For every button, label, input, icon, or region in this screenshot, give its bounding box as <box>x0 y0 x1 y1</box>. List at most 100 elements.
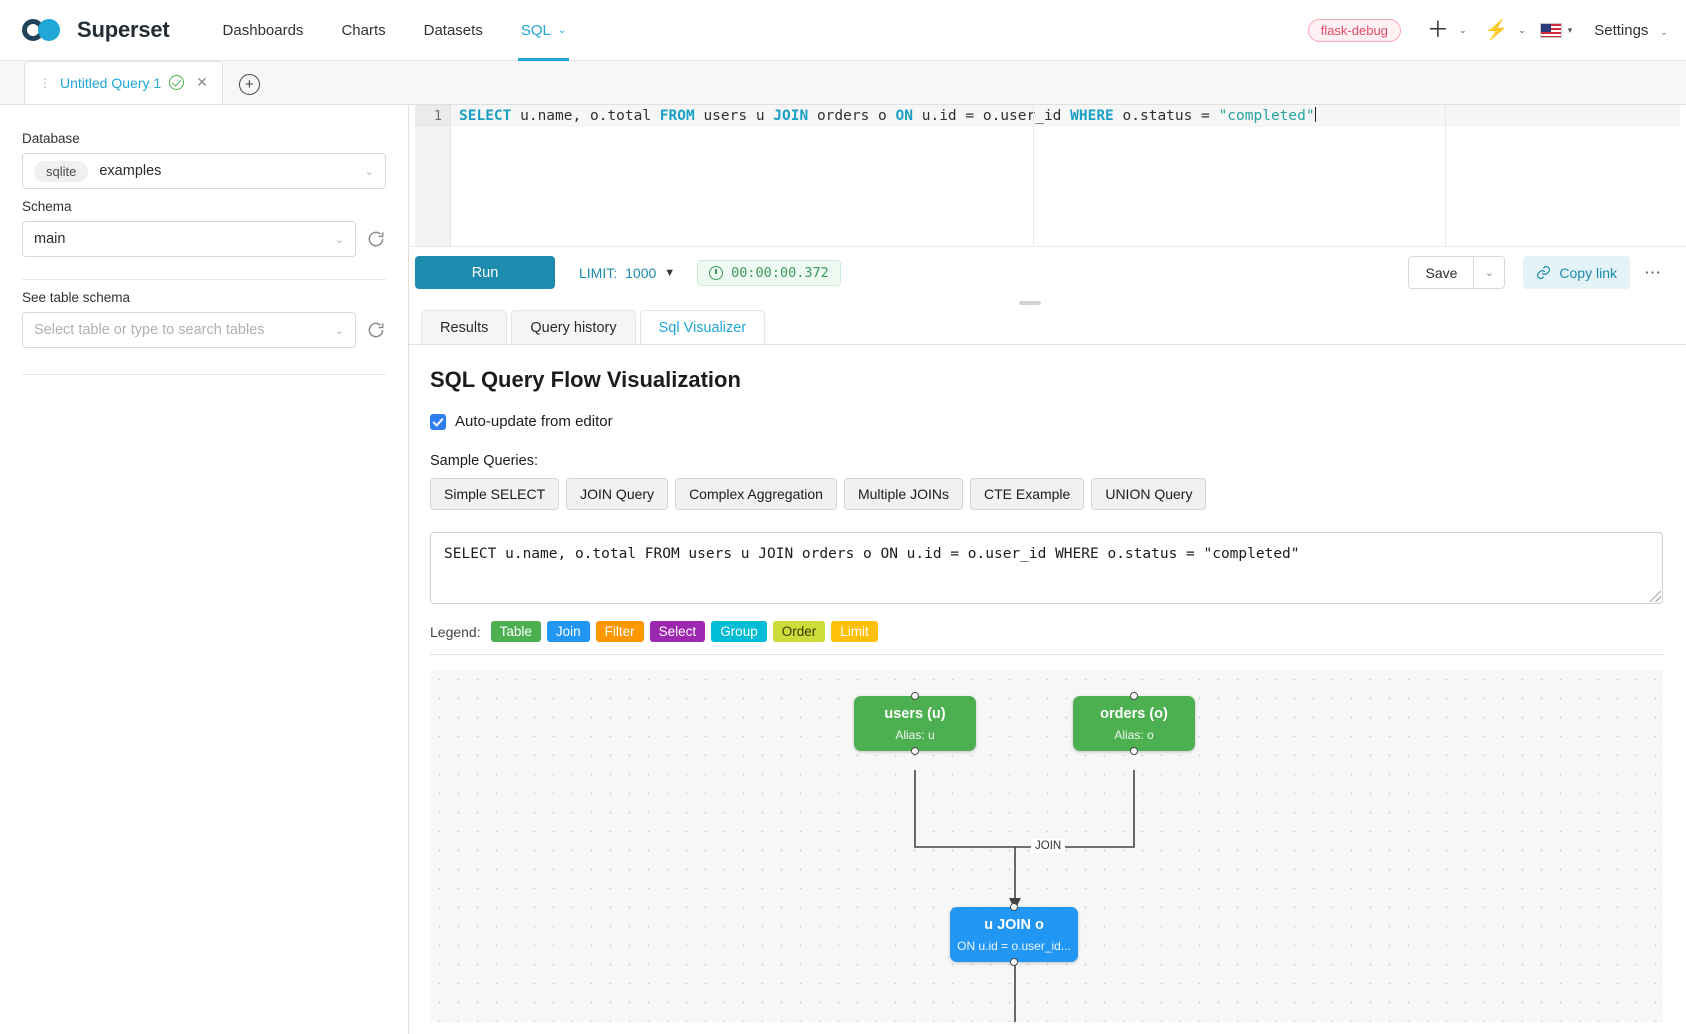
panel-resize-handle[interactable] <box>1019 301 1041 305</box>
chevron-down-icon: ⌄ <box>364 165 374 178</box>
sample-query-button[interactable]: JOIN Query <box>566 478 669 510</box>
result-tabs-underline <box>409 344 1686 345</box>
legend-chip-select: Select <box>649 621 706 642</box>
left-sidebar: Database sqlite examples ⌄ Schema main ⌄… <box>0 105 409 1034</box>
chevron-down-icon[interactable]: ⌄ <box>1458 24 1467 35</box>
lightning-icon[interactable]: ⚡ <box>1484 19 1509 41</box>
limit-label: LIMIT: <box>579 264 618 281</box>
query-tab-untitled-query-1[interactable]: ⋮ Untitled Query 1 ✕ <box>24 61 223 104</box>
editor-toolbar: Run LIMIT: 1000 ▼ 00:00:00.372 Save ⌄ Co… <box>409 246 1686 298</box>
code-token: "completed" <box>1218 108 1315 124</box>
nav-item-sql[interactable]: SQL ⌄ <box>502 0 585 61</box>
table-schema-label: See table schema <box>22 290 131 305</box>
legend-chip-limit: Limit <box>831 621 878 642</box>
code-token: orders o <box>808 108 896 124</box>
schema-label: Schema <box>22 199 72 214</box>
tab-sql-visualizer[interactable]: Sql Visualizer <box>639 310 766 344</box>
save-dropdown-chevron-icon[interactable]: ⌄ <box>1473 256 1506 289</box>
run-button[interactable]: Run <box>415 256 555 289</box>
sql-input-textarea[interactable] <box>430 532 1663 604</box>
close-icon[interactable]: ✕ <box>196 74 208 90</box>
sample-query-button[interactable]: UNION Query <box>1091 478 1207 510</box>
sidebar-divider-2 <box>22 374 386 375</box>
database-engine-pill: sqlite <box>34 160 89 182</box>
sql-editor[interactable]: 1 SELECT u.name, o.total FROM users u JO… <box>415 105 1680 246</box>
flow-node-orders[interactable]: orders (o) Alias: o <box>1073 692 1195 755</box>
tab-results[interactable]: Results <box>421 310 508 344</box>
page-title: SQL Query Flow Visualization <box>430 367 741 392</box>
code-token: WHERE <box>1070 108 1114 124</box>
triangle-down-icon: ▼ <box>664 266 676 279</box>
editor-code-area[interactable]: SELECT u.name, o.total FROM users u JOIN… <box>451 105 1680 246</box>
legend-chip-join: Join <box>546 621 590 642</box>
sidebar-divider <box>22 279 386 280</box>
nav-right-group: flask-debug ＋ ⌄ ⚡ ⌄ ▾ Settings ⌄ <box>1307 17 1668 42</box>
flask-debug-badge[interactable]: flask-debug <box>1307 18 1401 42</box>
schema-value: main <box>34 231 66 247</box>
code-token: FROM <box>659 108 695 124</box>
node-handle-top[interactable] <box>1130 692 1138 700</box>
code-token: u.id = o.user_id <box>913 108 1071 124</box>
limit-dropdown[interactable]: LIMIT: 1000 ▼ <box>579 265 675 281</box>
refresh-tables-icon[interactable] <box>366 320 386 340</box>
auto-update-label: Auto-update from editor <box>455 413 613 430</box>
copy-link-button[interactable]: Copy link <box>1523 256 1630 289</box>
edge-label-join: JOIN <box>1031 839 1066 853</box>
schema-select[interactable]: main ⌄ <box>22 221 356 257</box>
tab-query-history[interactable]: Query history <box>511 310 636 344</box>
refresh-schema-icon[interactable] <box>366 229 386 249</box>
database-select[interactable]: sqlite examples ⌄ <box>22 153 386 189</box>
result-tabs: Results Query history Sql Visualizer <box>421 310 766 344</box>
ellipsis-icon[interactable]: ⋯ <box>1644 262 1662 282</box>
chevron-down-icon: ⌄ <box>557 24 567 36</box>
drag-handle-icon[interactable]: ⋮ <box>39 75 52 90</box>
new-plus-icon[interactable]: ＋ <box>1426 17 1449 42</box>
timer-value: 00:00:00.372 <box>731 264 829 281</box>
node-handle-bottom[interactable] <box>1130 747 1138 755</box>
sql-visualizer-panel: SQL Query Flow Visualization Auto-update… <box>409 345 1686 1034</box>
code-token: ON <box>895 108 913 124</box>
superset-logo[interactable]: Superset <box>22 17 170 43</box>
code-token: u.name, o.total <box>511 108 660 124</box>
table-select[interactable]: Select table or type to search tables ⌄ <box>22 312 356 348</box>
code-token: JOIN <box>773 108 809 124</box>
node-handle-bottom[interactable] <box>911 747 919 755</box>
editor-line-1: SELECT u.name, o.total FROM users u JOIN… <box>451 105 1680 127</box>
flow-node-subtitle: Alias: o <box>1114 727 1154 742</box>
auto-update-checkbox[interactable] <box>430 413 446 430</box>
legend-chip-group: Group <box>711 621 767 642</box>
node-handle-top[interactable] <box>911 692 919 700</box>
sample-query-button[interactable]: Complex Aggregation <box>675 478 837 510</box>
us-flag-icon[interactable] <box>1539 22 1562 38</box>
nav-item-label: Charts <box>341 21 386 39</box>
text-caret <box>1314 107 1316 122</box>
nav-item-dashboards[interactable]: Dashboards <box>204 0 323 61</box>
sample-query-button[interactable]: CTE Example <box>969 478 1085 510</box>
add-tab-icon[interactable]: + <box>238 74 260 95</box>
node-handle-bottom[interactable] <box>1010 958 1018 966</box>
flow-canvas[interactable]: JOIN users (u)Alias: u orders (o) Alias: o… <box>430 670 1663 1022</box>
chevron-down-icon[interactable]: ⌄ <box>1518 24 1526 35</box>
save-button-group: Save ⌄ <box>1408 256 1506 289</box>
tab-label: Results <box>440 319 489 336</box>
nav-item-charts[interactable]: Charts <box>322 0 404 61</box>
language-caret-icon[interactable]: ▾ <box>1567 24 1573 35</box>
limit-value: 1000 <box>625 264 657 281</box>
auto-update-checkbox-row[interactable]: Auto-update from editor <box>430 413 1664 430</box>
node-handle-top[interactable] <box>1010 903 1018 911</box>
nav-item-label: SQL <box>520 21 551 39</box>
line-number: 1 <box>415 105 450 127</box>
sample-query-button[interactable]: Multiple JOINs <box>843 478 963 510</box>
flow-node-users[interactable]: users (u)Alias: u <box>854 692 976 755</box>
flow-node-subtitle: Alias: u <box>895 727 935 742</box>
copy-link-label: Copy link <box>1559 264 1617 281</box>
settings-menu[interactable]: Settings ⌄ <box>1594 22 1668 39</box>
nav-item-datasets[interactable]: Datasets <box>405 0 502 61</box>
flow-node-title: orders (o) <box>1100 706 1168 723</box>
editor-column-guide-2 <box>1445 105 1446 246</box>
flow-node-title: u JOIN o <box>984 917 1044 934</box>
sample-query-button[interactable]: Simple SELECT <box>430 478 560 510</box>
save-button[interactable]: Save <box>1408 256 1474 289</box>
